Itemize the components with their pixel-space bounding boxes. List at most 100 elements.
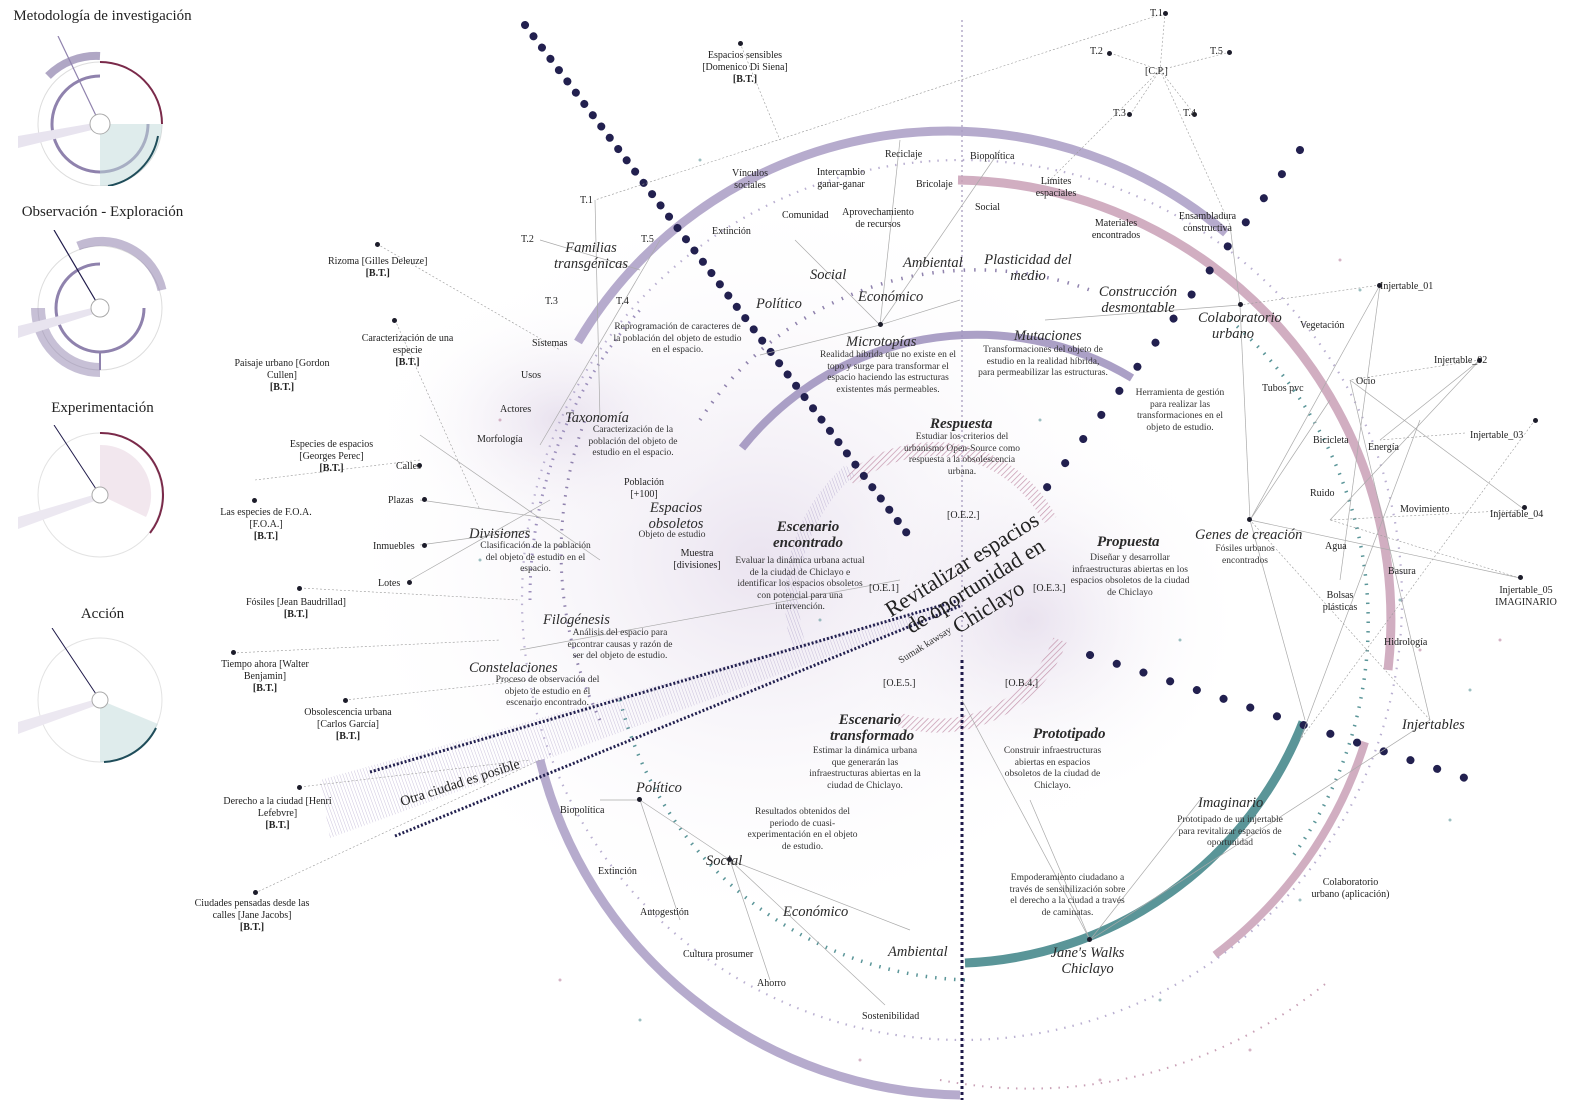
concept-constelaciones-desc: Proceso de observación del objeto de est… [490,675,605,710]
concept-espacios-obsoletos: Espacios obsoletos [646,500,706,532]
node-dot [1107,51,1112,56]
label-sostenibilidad: Sostenibilidad [862,1011,919,1023]
label-materiales: Materiales encontrados [1090,218,1142,242]
tag-t1-top: T.1 [1150,8,1163,20]
concept-divisiones-desc: Clasificación de la población del objeto… [478,541,593,576]
node-dot [1518,575,1523,580]
ref-obsolescencia: Obsolescencia urbana [Carlos García] [B.… [298,707,398,743]
tag-t3-top: T.3 [1113,108,1126,120]
concept-janes-desc: Empoderamiento ciudadano a través de sen… [1005,873,1130,919]
node-dot [1087,937,1092,942]
node-dot [637,797,642,802]
label-biopolitica: Biopolítica [970,151,1014,163]
concept-mutaciones-desc: Transformaciones del objeto de estudio e… [978,345,1108,380]
concept-filogenesis: Filogénesis [543,612,610,628]
label-comunidad: Comunidad [782,210,829,222]
tag-t5-top: T.5 [1210,46,1223,58]
label-reciclaje: Reciclaje [885,149,922,161]
concept-familias: Familias transgénicas [551,240,631,272]
node-dot [1227,50,1232,55]
ref-derecho: Derecho a la ciudad [Henri Lefebvre] [B.… [220,796,335,832]
label-ruido: Ruido [1310,488,1334,500]
concept-microtopias: Microtopías [846,334,916,350]
concept-janes: Jane's Walks Chiclayo [1045,945,1130,977]
ref-ciudades: Ciudades pensadas desde las calles [Jane… [192,898,312,934]
label-morfologia: Morfología [477,434,523,446]
bt-tag: [B.T.] [265,820,289,831]
concept-constelaciones: Constelaciones [469,660,558,676]
concept-microtopias-desc: Realidad híbrida que no existe en el top… [818,350,958,396]
label-ahorro: Ahorro [757,978,786,990]
dim-bottom-politico: Político [636,780,682,796]
concept-colaboratorio: Colaboratorio urbano [1198,310,1268,342]
stage-prototipado-desc: Construir infraestructuras abiertas en e… [1000,746,1105,792]
dim-top-ambiental: Ambiental [903,255,963,271]
tag-t3: T.3 [545,296,558,308]
tag-t5: T.5 [641,234,654,246]
label-aprovechamiento: Aprovechamiento de recursos [838,207,918,231]
concept-filogenesis-desc: Análisis del espacio para encontrar caus… [565,628,675,663]
ref-especies-espacios: Especies de espacios [Georges Perec] [B.… [284,439,379,475]
label-social-sm: Social [975,202,1000,214]
stage-respuesta-desc: Estudiar los criterios del urbanismo Ope… [898,432,1026,478]
label-muestra: Muestra [divisiones] [672,548,722,572]
label-movimiento: Movimiento [1400,504,1449,516]
ref-text: Ciudades pensadas desde las calles [Jane… [192,898,312,922]
label-biopolitica-b: Biopolítica [560,805,604,817]
ref-text: Tiempo ahora [Walter Benjamin] [215,659,315,683]
node-dot [252,498,257,503]
ref-text: Rizoma [Gilles Deleuze] [328,256,427,268]
tag-t4-top: T.4 [1183,108,1196,120]
node-dot [422,497,427,502]
stage-propuesta-title: Propuesta [1097,534,1160,550]
tag-t1: T.1 [580,195,593,207]
label-lotes: Lotes [378,578,400,590]
label-bicicleta: Bicicleta [1313,435,1349,447]
ref-text: Especies de espacios [Georges Perec] [284,439,379,463]
label-energia: Energía [1368,442,1399,454]
label-extincion-b: Extinción [598,866,637,878]
ref-text: Fósiles [Jean Baudrillad] [246,597,346,609]
node-dot [297,586,302,591]
dim-top-economico: Económico [858,289,923,305]
concept-imaginario: Imaginario [1198,795,1263,811]
ref-rizoma: Rizoma [Gilles Deleuze] [B.T.] [328,256,427,280]
concept-taxonomia-desc: Caracterización de la población del obje… [578,425,688,460]
ref-text: Paisaje urbano [Gordon Cullen] [232,358,332,382]
node-dot [253,890,258,895]
label-bricolaje: Bricolaje [916,179,953,191]
node-dot [1238,302,1243,307]
ref-tiempo: Tiempo ahora [Walter Benjamin] [B.T.] [215,659,315,695]
concept-resultados-desc: Resultados obtenidos del periodo de cuas… [745,807,860,853]
ref-text: Caracterización de una especie [360,333,455,357]
objective-oe5: [O.E.5.] [883,678,916,690]
ref-text: Las especies de F.O.A. [F.O.A.] [216,507,316,531]
stage-prototipado-title: Prototipado [1033,726,1106,742]
node-dot [375,242,380,247]
ref-fosiles: Fósiles [Jean Baudrillad] [B.T.] [246,597,346,621]
label-poblacion: Población [+100] [624,477,664,501]
label-inmuebles: Inmuebles [373,541,415,553]
dim-bottom-social: Social [706,853,742,869]
label-injertable-03: Injertable_03 [1470,430,1523,442]
bt-tag: [B.T.] [395,357,419,368]
label-extincion: Extinción [712,226,751,238]
concept-mutaciones: Mutaciones [1014,328,1082,344]
label-agua: Agua [1325,541,1347,553]
tag-t2: T.2 [521,234,534,246]
ref-caracterizacion: Caracterización de una especie [B.T.] [360,333,455,369]
bt-tag: [B.T.] [733,74,757,85]
concept-taxonomia: Taxonomía [565,410,629,426]
node-dot [1127,112,1132,117]
stage-transformado-title: Escenario transformado [830,712,910,744]
ref-text: Obsolescencia urbana [Carlos García] [298,707,398,731]
label-injertable-01: Injertable_01 [1380,281,1433,293]
label-hidrologia: Hidrología [1384,637,1427,649]
ref-text: Derecho a la ciudad [Henri Lefebvre] [220,796,335,820]
dim-bottom-economico: Económico [783,904,848,920]
stage-transformado-desc: Estimar la dinámica urbana que generarán… [805,746,925,792]
concept-injertables: Injertables [1402,717,1465,733]
bt-tag: [B.T.] [253,683,277,694]
stage-encontrado-desc: Evaluar la dinámica urbana actual de la … [735,556,865,614]
